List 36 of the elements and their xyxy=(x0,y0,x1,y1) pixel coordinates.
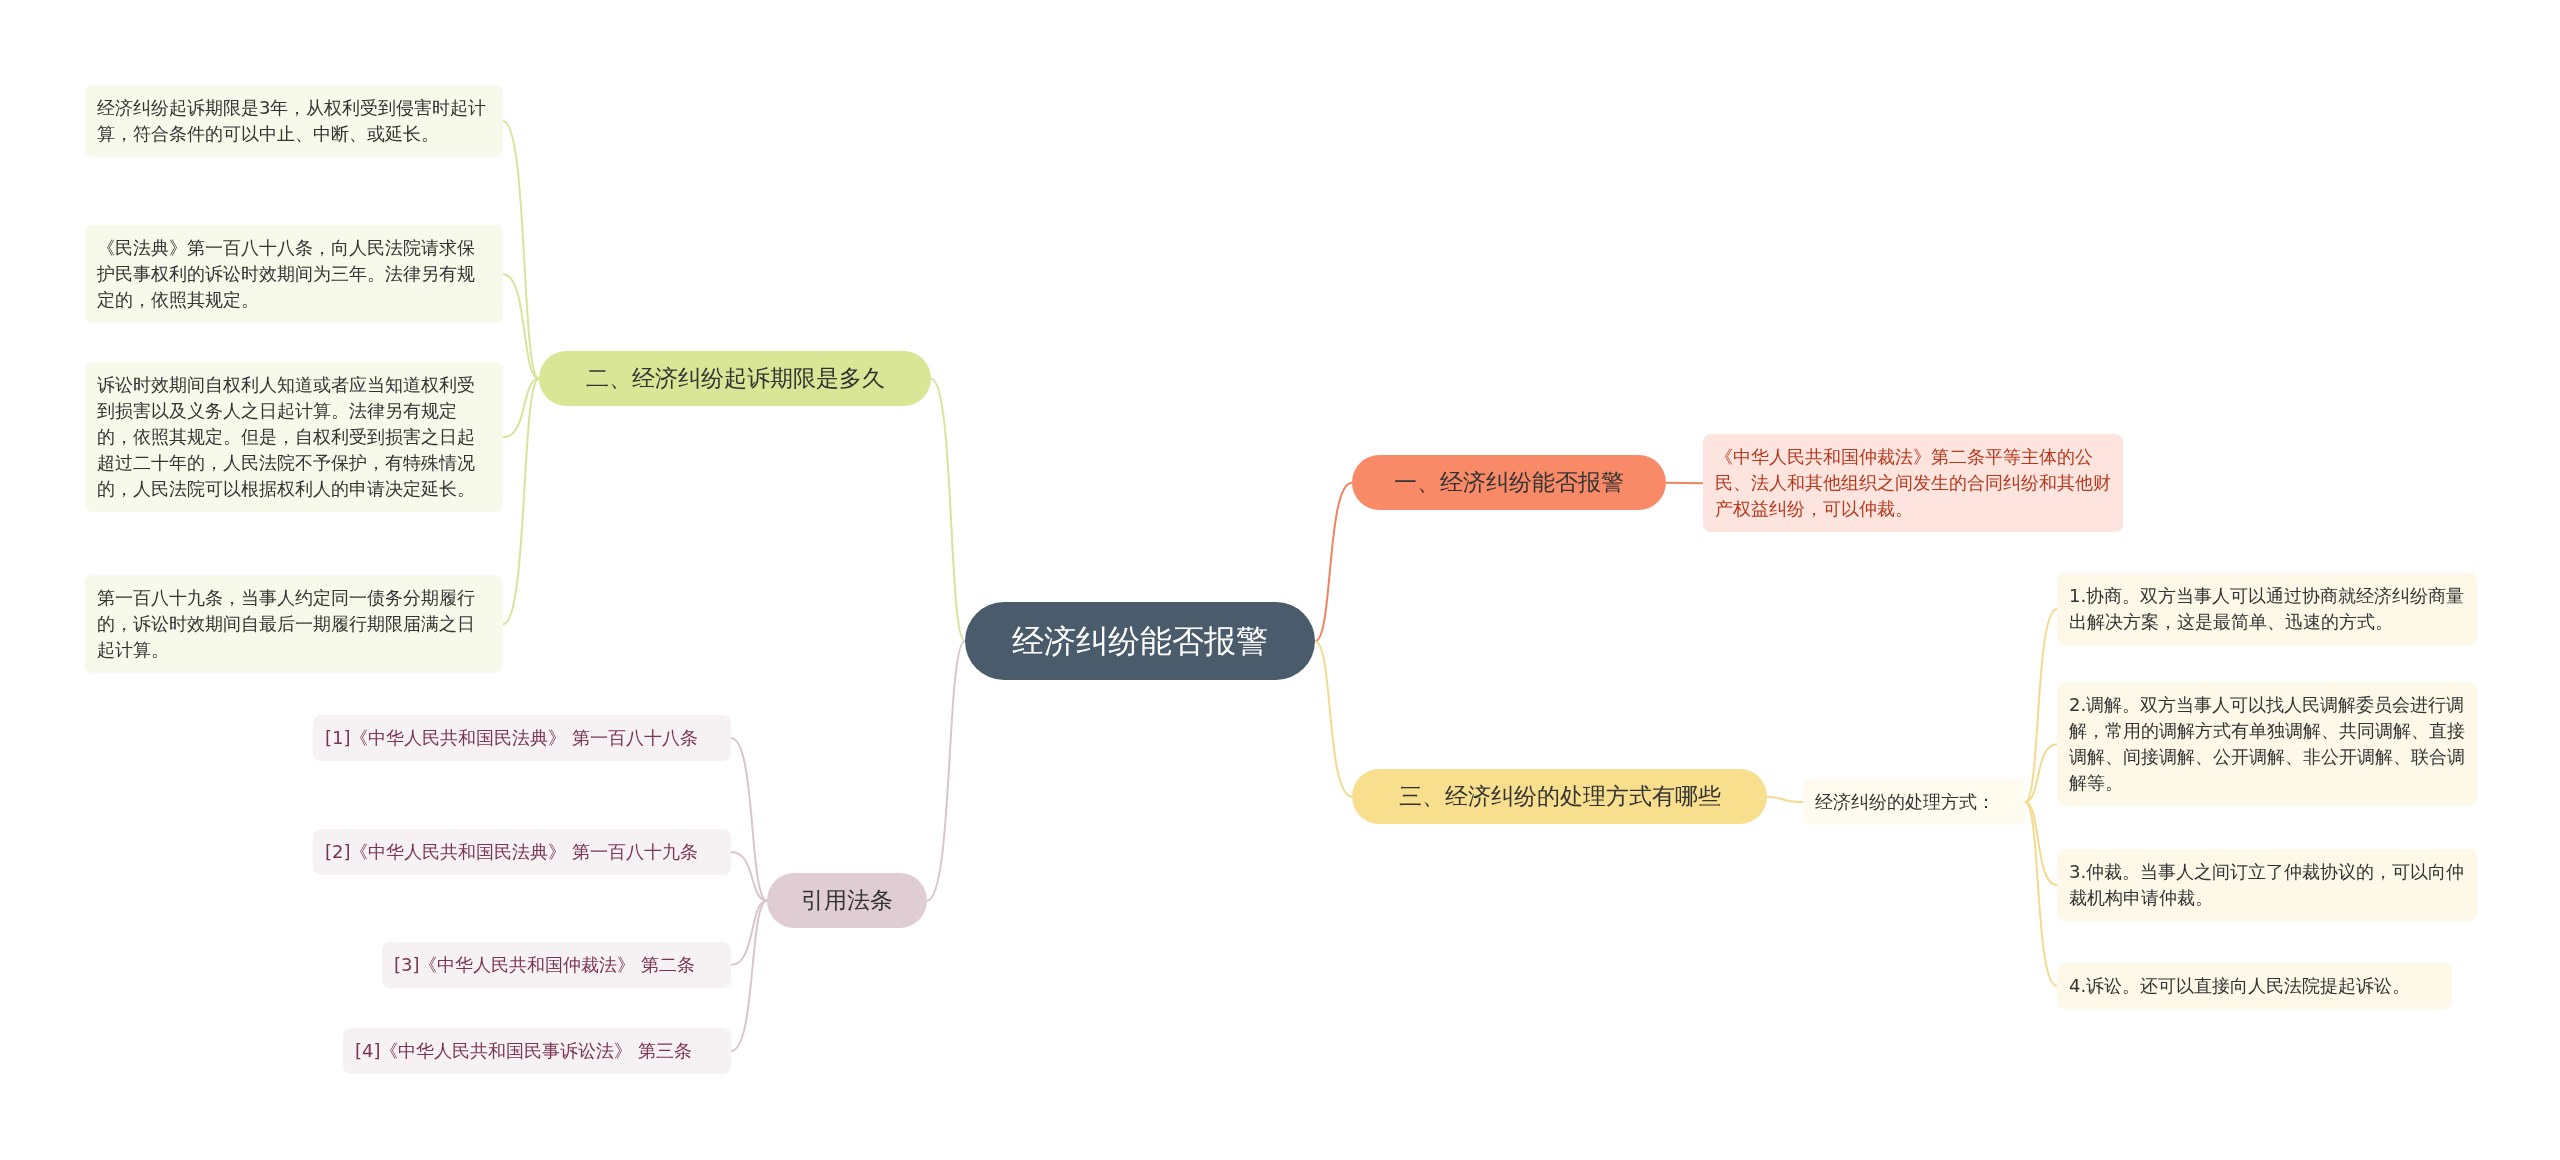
text-box: 4.诉讼。还可以直接向人民法院提起诉讼。 xyxy=(2057,963,2452,1010)
connector-line xyxy=(930,377,966,643)
text-box: 2.调解。双方当事人可以找人民调解委员会进行调解，常用的调解方式有单独调解、共同调解、直接调解、间接调解、公开调解、非公开调解、联合调解等。 xyxy=(2057,682,2477,807)
connector-line xyxy=(730,899,768,967)
topic-box: 引用法条 xyxy=(767,873,927,929)
text-box: 《民法典》第一百八十八条，向人民法院请求保护民事权利的诉讼时效期间为三年。法律另有规定的，依照其规定。 xyxy=(85,225,503,324)
text-box: 1.协商。双方当事人可以通过协商就经济纠纷商量出解决方案，这是最简单、迅速的方式。 xyxy=(2057,573,2477,646)
citation-box: [3]《中华人民共和国仲裁法》 第二条 xyxy=(382,942,731,989)
text-box: 3.仲裁。当事人之间订立了仲裁协议的，可以向仲裁机构申请仲裁。 xyxy=(2057,849,2477,922)
connector-line xyxy=(502,273,540,380)
text-box: 《中华人民共和国仲裁法》第二条平等主体的公民、法人和其他组织之间发生的合同纠纷和其他财产权益纠纷，可以仲裁。 xyxy=(1703,434,2123,533)
connector-line xyxy=(1766,795,1804,804)
connector-line xyxy=(926,640,966,902)
connector-line xyxy=(2024,743,2058,804)
topic-box: 一、经济纠纷能否报警 xyxy=(1352,455,1666,511)
text-box: 经济纠纷起诉期限是3年，从权利受到侵害时起计算，符合条件的可以中止、中断、或延长。 xyxy=(85,85,503,158)
connector-line xyxy=(502,377,540,626)
connector-line xyxy=(1665,481,1704,485)
citation-box: [4]《中华人民共和国民事诉讼法》 第三条 xyxy=(343,1028,731,1075)
connector-line xyxy=(1314,481,1353,643)
text-box: 第一百八十九条，当事人约定同一债务分期履行的，诉讼时效期间自最后一期履行期限届满之日起计算。 xyxy=(85,575,503,674)
connector-line xyxy=(502,377,540,439)
text-box: 经济纠纷的处理方式： xyxy=(1803,779,2025,826)
connector-line xyxy=(502,120,540,380)
citation-box: [2]《中华人民共和国民法典》 第一百八十九条 xyxy=(313,829,731,876)
text-box: 诉讼时效期间自权利人知道或者应当知道权利受到损害以及义务人之日起计算。法律另有规定的，依照其规定。但是，自权利受到损害之日起超过二十年的，人民法院不予保护，有特殊情况的，人民法院可以根据权利人的申请决定延长。 xyxy=(85,362,503,513)
citation-box: [1]《中华人民共和国民法典》 第一百八十八条 xyxy=(313,715,731,762)
connector-line xyxy=(730,737,768,902)
connector-line xyxy=(2024,608,2058,804)
connector-line xyxy=(730,899,768,1053)
topic-box: 三、经济纠纷的处理方式有哪些 xyxy=(1352,769,1767,825)
connector-line xyxy=(2024,801,2058,988)
connector-line xyxy=(2024,801,2058,887)
connector-line xyxy=(1314,640,1353,798)
topic-box: 二、经济纠纷起诉期限是多久 xyxy=(539,351,931,407)
central-topic: 经济纠纷能否报警 xyxy=(965,602,1315,681)
